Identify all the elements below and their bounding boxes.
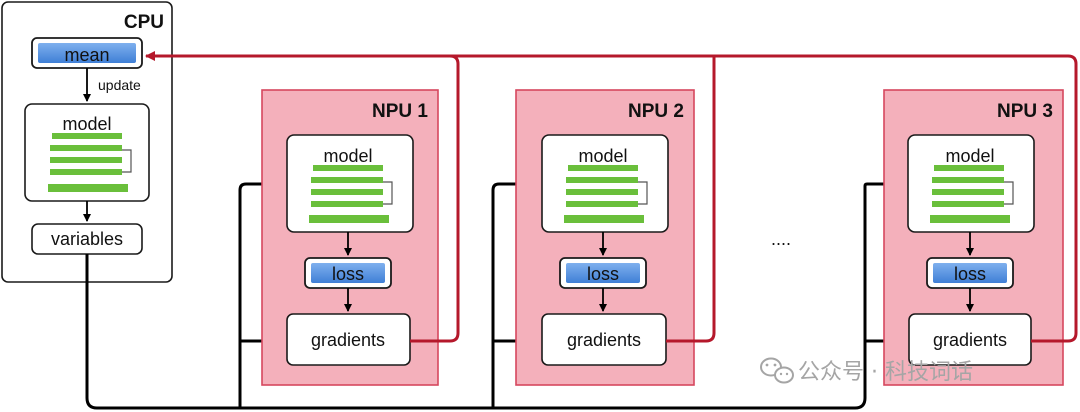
model-layer-bar (311, 177, 383, 183)
npu-2-loss-tensor: loss (559, 257, 647, 289)
variables-box: variables (31, 223, 143, 255)
npu-2-panel: NPU 2 model loss gradients (515, 89, 695, 386)
skip-connection (122, 149, 132, 173)
npu-1-model-box: model (286, 134, 414, 233)
npu-3-loss-label: loss (954, 264, 986, 284)
model-layer-bar (566, 201, 638, 207)
model-layer-bar (50, 157, 122, 163)
npu-2-gradients-label: gradients (567, 330, 641, 350)
cpu-panel: CPU mean update model variables (1, 1, 173, 283)
npu-3-model-box: model (907, 134, 1035, 233)
model-layer-bar (313, 165, 383, 171)
npu-2-model-label: model (578, 146, 627, 166)
cpu-model-box: model (24, 103, 150, 202)
npu-1-model-label: model (323, 146, 372, 166)
watermark: 公众号 · 科技词话 (760, 357, 973, 385)
skip-connection (638, 181, 648, 205)
model-layer-bar (566, 177, 638, 183)
npu-2-gradients-box: gradients (541, 313, 667, 366)
watermark-text: 公众号 · 科技词话 (798, 360, 973, 385)
model-layer-bar (932, 189, 1004, 195)
mean-label: mean (64, 45, 109, 65)
model-layer-bar (932, 201, 1004, 207)
mean-tensor: mean (31, 37, 143, 69)
gradient-aggregation-lines (145, 51, 1078, 343)
skip-connection (383, 181, 393, 205)
model-layer-bar (50, 169, 122, 175)
model-layer-bar (311, 189, 383, 195)
model-layer-bar (50, 145, 122, 151)
npu-3-gradients-box: gradients (908, 313, 1032, 366)
cpu-title: CPU (124, 12, 164, 33)
model-layer-bar (48, 184, 128, 192)
model-layer-bar (930, 215, 1010, 223)
npu-1-panel: NPU 1 model loss gradients (261, 89, 439, 386)
update-label: update (98, 77, 141, 93)
more-npus-ellipsis: .... (771, 229, 791, 249)
model-layer-bar (934, 165, 1004, 171)
model-layer-bar (566, 189, 638, 195)
npu-1-gradients-box: gradients (286, 313, 411, 366)
variables-label: variables (51, 229, 123, 249)
npu-3-model-label: model (945, 146, 994, 166)
npu-2-loss-label: loss (587, 264, 619, 284)
cpu-model-label: model (62, 114, 111, 134)
model-layer-bar (932, 177, 1004, 183)
npu-3-loss-tensor: loss (926, 257, 1014, 289)
npu-1-title: NPU 1 (372, 101, 428, 122)
npu-1-gradients-label: gradients (311, 330, 385, 350)
npu-1-loss-label: loss (332, 264, 364, 284)
npu-3-gradients-label: gradients (933, 330, 1007, 350)
npu-3-title: NPU 3 (997, 101, 1053, 122)
skip-connection (1004, 181, 1014, 205)
npu-2-model-box: model (541, 134, 669, 233)
npu-2-title: NPU 2 (628, 101, 684, 122)
wechat-icon (760, 357, 794, 384)
npu-1-loss-tensor: loss (304, 257, 392, 289)
model-layer-bar (568, 165, 638, 171)
model-layer-bar (564, 215, 644, 223)
model-layer-bar (311, 201, 383, 207)
model-layer-bar (309, 215, 389, 223)
model-layer-bar (52, 133, 122, 139)
npu-3-panel: NPU 3 model loss gradients (883, 89, 1064, 386)
